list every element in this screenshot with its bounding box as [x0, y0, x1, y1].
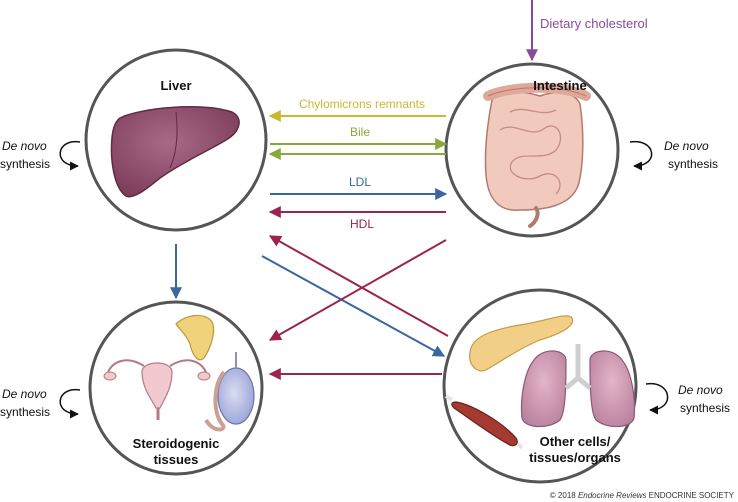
denovo-liver: De novo synthesis	[0, 139, 81, 171]
denovo-other: De novo synthesis	[645, 383, 730, 415]
copyright-suffix: ENDOCRINE SOCIETY	[646, 491, 734, 500]
cycle-arrow-icon	[59, 141, 81, 171]
denovo-other-italic: De novo	[678, 383, 723, 397]
thyroid-gland-icon	[175, 314, 215, 361]
denovo-steroid-word: synthesis	[0, 405, 50, 419]
denovo-steroid-italic: De novo	[2, 387, 47, 401]
denovo-intestine-italic: De novo	[664, 139, 709, 153]
cycle-arrow-icon	[59, 389, 81, 419]
hdl-label: HDL	[350, 217, 374, 231]
copyright-prefix: © 2018	[550, 491, 578, 500]
uterus-icon	[103, 359, 211, 420]
denovo-liver-italic: De novo	[2, 139, 47, 153]
denovo-steroid: De novo synthesis	[0, 387, 81, 419]
bile-label: Bile	[350, 125, 370, 139]
other-title-line2: tissues/organs	[529, 450, 621, 465]
liver-title: Liver	[160, 78, 191, 93]
muscle-icon	[444, 394, 524, 450]
intestine-to-steroid-arrow	[268, 239, 447, 341]
liver-to-other-arrow	[261, 255, 446, 357]
denovo-other-word: synthesis	[680, 401, 730, 415]
intestine-icon	[483, 82, 591, 228]
copyright-journal: Endocrine Reviews	[578, 491, 646, 500]
ldl-label: LDL	[349, 175, 371, 189]
other-title-line1: Other cells/	[540, 434, 611, 449]
other-to-liver-arrow	[268, 235, 449, 337]
denovo-intestine: De novo synthesis	[629, 139, 718, 171]
lungs-icon	[520, 344, 636, 428]
intestine-title: Intestine	[533, 78, 586, 93]
steroid-title-line1: Steroidogenic	[133, 436, 220, 451]
denovo-liver-word: synthesis	[0, 157, 50, 171]
cycle-arrow-icon	[629, 141, 653, 171]
testis-icon	[204, 352, 255, 432]
steroid-title-line2: tissues	[154, 452, 199, 467]
pancreas-icon	[469, 315, 574, 372]
copyright: © 2018 Endocrine Reviews ENDOCRINE SOCIE…	[550, 491, 735, 500]
chylo-label: Chylomicrons remnants	[299, 97, 425, 111]
denovo-intestine-word: synthesis	[668, 157, 718, 171]
liver-icon	[110, 106, 240, 198]
cycle-arrow-icon	[645, 383, 669, 415]
dietary-label: Dietary cholesterol	[540, 16, 648, 31]
